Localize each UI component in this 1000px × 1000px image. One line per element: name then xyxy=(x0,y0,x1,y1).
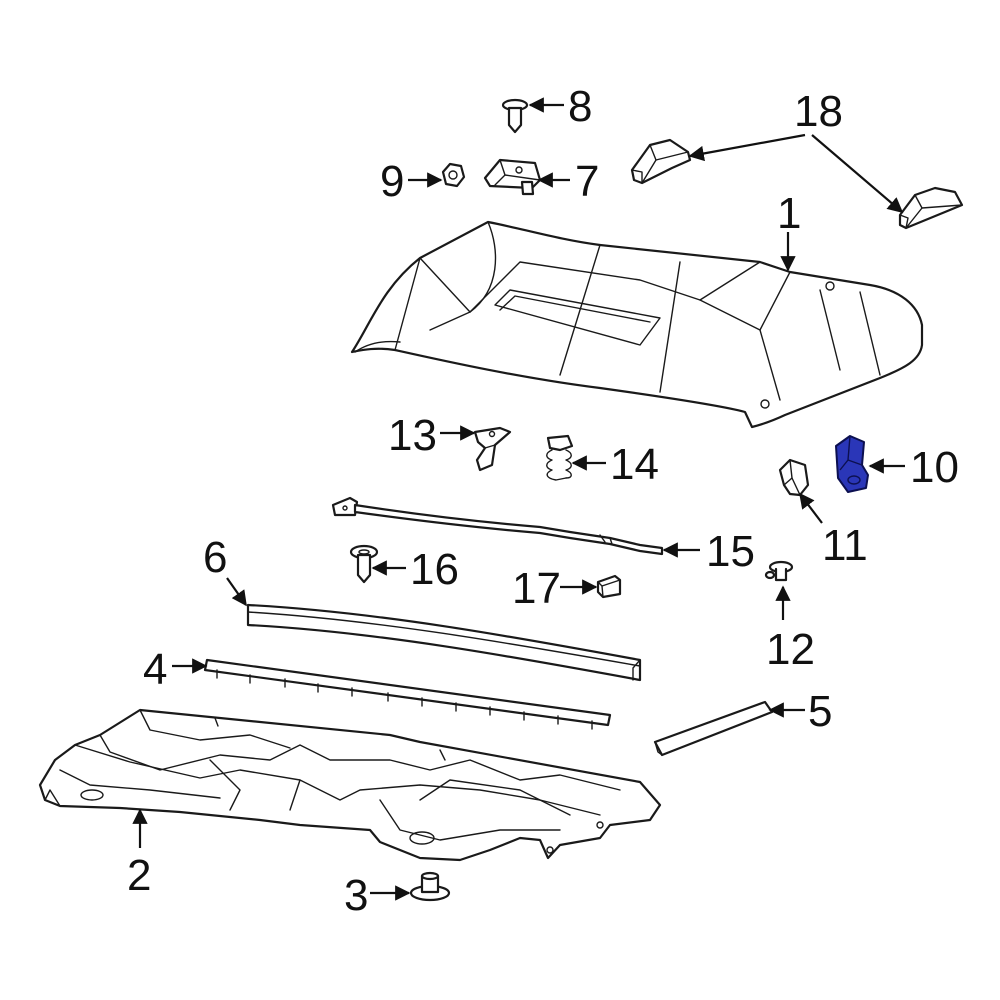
push-fastener[interactable] xyxy=(349,544,379,584)
leader-lines xyxy=(132,97,905,901)
callout-16: 16 xyxy=(410,545,459,594)
rubber-bumper[interactable] xyxy=(596,574,622,599)
callout-8: 8 xyxy=(568,82,592,131)
callout-14: 14 xyxy=(610,440,659,489)
hood-panel[interactable] xyxy=(350,220,924,429)
push-pin-retainer[interactable] xyxy=(409,871,451,902)
safety-catch-spring[interactable] xyxy=(546,434,574,481)
clip[interactable] xyxy=(764,560,794,582)
callout-2: 2 xyxy=(127,851,151,900)
callout-10: 10 xyxy=(910,443,959,492)
callout-12: 12 xyxy=(766,625,815,674)
callout-5: 5 xyxy=(808,687,832,736)
bumper-bracket[interactable] xyxy=(778,458,810,497)
striker[interactable] xyxy=(473,426,512,472)
callout-18: 18 xyxy=(794,87,843,136)
release-cable[interactable] xyxy=(331,496,664,556)
callout-6: 6 xyxy=(203,533,227,582)
callout-7: 7 xyxy=(575,157,599,206)
bolt[interactable] xyxy=(501,98,529,134)
hood-bumper-highlighted[interactable] xyxy=(835,435,869,493)
callout-3: 3 xyxy=(344,871,368,920)
callout-11: 11 xyxy=(822,521,868,570)
bumper-strip[interactable] xyxy=(653,700,774,757)
insulator-pad[interactable] xyxy=(38,708,662,862)
callout-9: 9 xyxy=(380,157,404,206)
nut[interactable] xyxy=(441,162,466,188)
callout-1: 1 xyxy=(777,189,801,238)
seal-strip[interactable] xyxy=(203,658,612,730)
callout-15: 15 xyxy=(706,527,755,576)
callout-4: 4 xyxy=(143,645,167,694)
hinge-cover-left[interactable] xyxy=(630,138,692,185)
weatherstrip[interactable] xyxy=(246,603,642,682)
hinge-bracket[interactable] xyxy=(483,158,542,196)
callout-labels: 1 2 3 4 5 6 7 8 9 10 11 12 13 14 15 16 1… xyxy=(127,82,959,920)
callout-13: 13 xyxy=(388,411,437,460)
hinge-cover-right[interactable] xyxy=(898,186,964,230)
callout-17: 17 xyxy=(512,564,561,613)
